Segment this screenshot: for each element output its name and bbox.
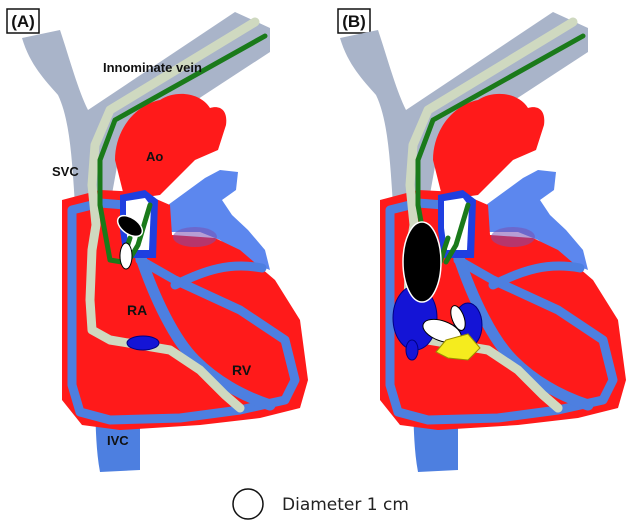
rv-label: RV xyxy=(232,362,252,378)
white-thrombus-a xyxy=(120,243,132,269)
ivc-label: IVC xyxy=(107,433,129,448)
blue-thrombus-small-b xyxy=(406,340,418,360)
panel-a: (A) Innominate vein SVC Ao RA RV IVC xyxy=(7,9,308,472)
panel-b-tag: (B) xyxy=(342,12,366,31)
scale-legend-text: Diameter 1 cm xyxy=(282,495,409,515)
innominate-vein-label: Innominate vein xyxy=(103,60,202,75)
heart-illustration-a xyxy=(22,12,308,472)
heart-illustration-b xyxy=(340,12,626,472)
black-thrombus-b xyxy=(403,222,441,302)
panel-a-tag: (A) xyxy=(11,12,35,31)
ra-label: RA xyxy=(127,302,147,318)
svc-label: SVC xyxy=(52,164,79,179)
panel-b: (B) xyxy=(338,9,626,472)
ao-label: Ao xyxy=(146,149,163,164)
scale-legend: Diameter 1 cm xyxy=(233,489,409,519)
blue-thrombus-a xyxy=(127,336,159,350)
scale-circle-icon xyxy=(233,489,263,519)
